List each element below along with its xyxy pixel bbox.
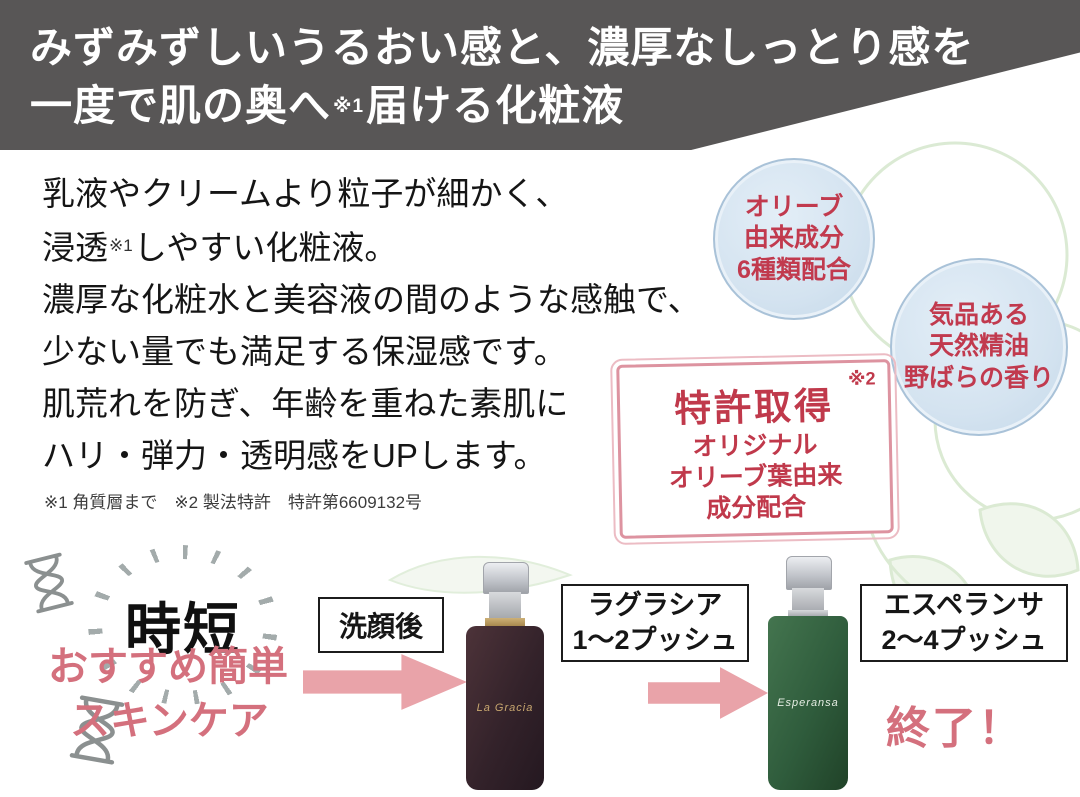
done-text: 終了！ xyxy=(886,704,1024,753)
step-lagracia-name: ラグラシア xyxy=(587,590,723,620)
badge-olive-ingredients: オリーブ 由来成分 6種類配合 xyxy=(713,158,875,320)
recommend-line-1: おすすめ簡単 xyxy=(48,645,288,689)
step-lagracia-amount: 1〜2プッシュ xyxy=(572,625,738,655)
description-line: ハリ・弾力・透明感をUPします。 xyxy=(42,437,547,474)
bottle-gold-ring xyxy=(485,618,525,626)
step-esperansa-name: エスペランサ xyxy=(883,590,1045,620)
header-line-1: みずみずしいうるおい感と、濃厚なしっとり感を xyxy=(30,24,975,71)
product-bottle-lagracia: La Gracia xyxy=(466,562,544,790)
bottle-label: Esperansa xyxy=(777,697,839,709)
description-line-2-post: しやすい化粧液。 xyxy=(133,229,398,266)
bottle-label: La Gracia xyxy=(476,702,534,714)
badge-line: 6種類配合 xyxy=(737,255,851,284)
patent-box: ※2 特許取得 オリジナル オリーブ葉由来 成分配合 xyxy=(610,352,900,546)
badge-line: 天然精油 xyxy=(928,332,1029,361)
product-description: 乳液やクリームより粒子が細かく、 浸透※1しやすい化粧液。 濃厚な化粧水と美容液… xyxy=(42,168,701,482)
footnote: ※1 角質層まで ※2 製法特許 特許第6609132号 xyxy=(44,493,423,512)
header-footnote-marker: ※1 xyxy=(333,96,365,117)
time-saving-label: 時短 xyxy=(125,597,241,661)
badge-line: 気品ある xyxy=(928,301,1029,330)
description-line: 少ない量でも満足する保湿感です。 xyxy=(42,333,567,370)
step-lagracia-label: ラグラシア 1〜2プッシュ xyxy=(561,584,749,662)
description-line-2-pre: 浸透 xyxy=(42,229,108,266)
step-esperansa-label: エスペランサ 2〜4プッシュ xyxy=(860,584,1068,662)
bottle-body: La Gracia xyxy=(466,626,544,790)
product-bottle-esperansa: Esperansa xyxy=(768,556,848,790)
bottle-pump xyxy=(792,588,824,612)
description-line: 乳液やクリームより粒子が細かく、 xyxy=(42,175,569,212)
sunburst-core xyxy=(102,559,264,691)
description-footnote-marker: ※1 xyxy=(109,236,133,255)
badge-line: オリーブ xyxy=(744,193,844,222)
patent-line: 成分配合 xyxy=(705,492,807,524)
arrow-right-icon xyxy=(303,654,467,710)
description-line: 濃厚な化粧水と美容液の間のような感触で、 xyxy=(42,281,701,318)
description-line: 浸透※1しやすい化粧液。 xyxy=(42,220,701,274)
bottle-ring xyxy=(788,610,828,616)
header-banner: みずみずしいうるおい感と、濃厚なしっとり感を 一度で肌の奥へ※1届ける化粧液 xyxy=(0,0,1080,150)
bottle-pump xyxy=(489,592,521,618)
description-line: 肌荒れを防ぎ、年齢を重ねた素肌に xyxy=(42,385,569,422)
header-line-2-post: 届ける化粧液 xyxy=(366,82,625,129)
header-line-2-pre: 一度で肌の奥へ xyxy=(30,82,332,129)
bottle-cap xyxy=(483,562,529,594)
patent-footnote-marker: ※2 xyxy=(847,368,876,390)
header-line-2: 一度で肌の奥へ※1届ける化粧液 xyxy=(30,72,624,133)
bottle-cap xyxy=(786,556,832,590)
hourglass-icon xyxy=(69,695,125,765)
bottle-body: Esperansa xyxy=(768,616,848,790)
badge-line: 野ばらの香り xyxy=(903,363,1054,392)
step-after-wash-text: 洗顔後 xyxy=(338,611,423,642)
badge-line: 由来成分 xyxy=(743,224,844,253)
hourglass-icon xyxy=(24,552,74,614)
step-esperansa-amount: 2〜4プッシュ xyxy=(881,625,1047,655)
step-after-wash-label: 洗顔後 xyxy=(318,597,444,653)
arrow-right-icon xyxy=(648,667,768,719)
time-saving-badge: 時短 xyxy=(88,545,278,705)
badge-rose-scent: 気品ある 天然精油 野ばらの香り xyxy=(890,258,1068,436)
recommend-line-2: スキンケア xyxy=(70,699,269,743)
recommend-text: おすすめ簡単 スキンケア xyxy=(48,640,288,748)
